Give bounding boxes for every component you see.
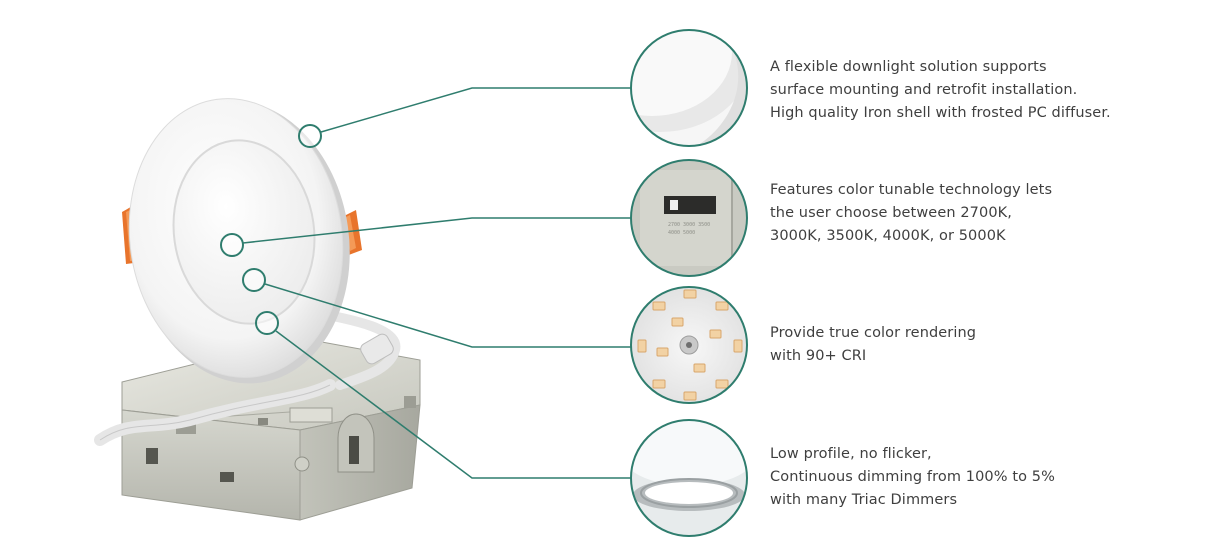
glowing-light-closeup-icon (630, 419, 748, 537)
feature-line: A flexible downlight solution supports (770, 59, 1047, 75)
feature-line: 3000K, 3500K, 4000K, or 5000K (770, 228, 1006, 244)
feature-line: Low profile, no flicker, (770, 446, 932, 462)
feature-line: Features color tunable technology lets (770, 182, 1053, 198)
feature-line: High quality Iron shell with frosted PC … (770, 105, 1111, 121)
callout-anchors (220, 124, 322, 335)
power-cable (94, 305, 401, 446)
feature-line: Provide true color rendering (770, 325, 977, 341)
callout-lines (242, 87, 632, 479)
diffuser-closeup-icon (630, 29, 748, 147)
feature-cri-description: Provide true color rendering with 90+ CR… (770, 322, 1190, 368)
feature-line: the user choose between 2700K, (770, 205, 1012, 221)
feature-cct-description: Features color tunable technology lets t… (770, 179, 1190, 248)
feature-dimming-description: Low profile, no flicker, Continuous dimm… (770, 443, 1190, 512)
feature-diffuser-description: A flexible downlight solution supports s… (770, 56, 1190, 125)
feature-line: with many Triac Dimmers (770, 492, 958, 508)
svg-text:2700 3000 3500: 2700 3000 3500 (668, 222, 710, 228)
junction-box (121, 337, 421, 521)
led-board-closeup-icon (630, 286, 748, 404)
feature-line: surface mounting and retrofit installati… (770, 82, 1078, 98)
cct-switch-closeup-icon: 2700 3000 3500 4000 5000 (630, 159, 748, 277)
feature-line: Continuous dimming from 100% to 5% (770, 469, 1056, 485)
feature-line: with 90+ CRI (770, 348, 867, 364)
svg-text:4000 5000: 4000 5000 (668, 230, 695, 236)
